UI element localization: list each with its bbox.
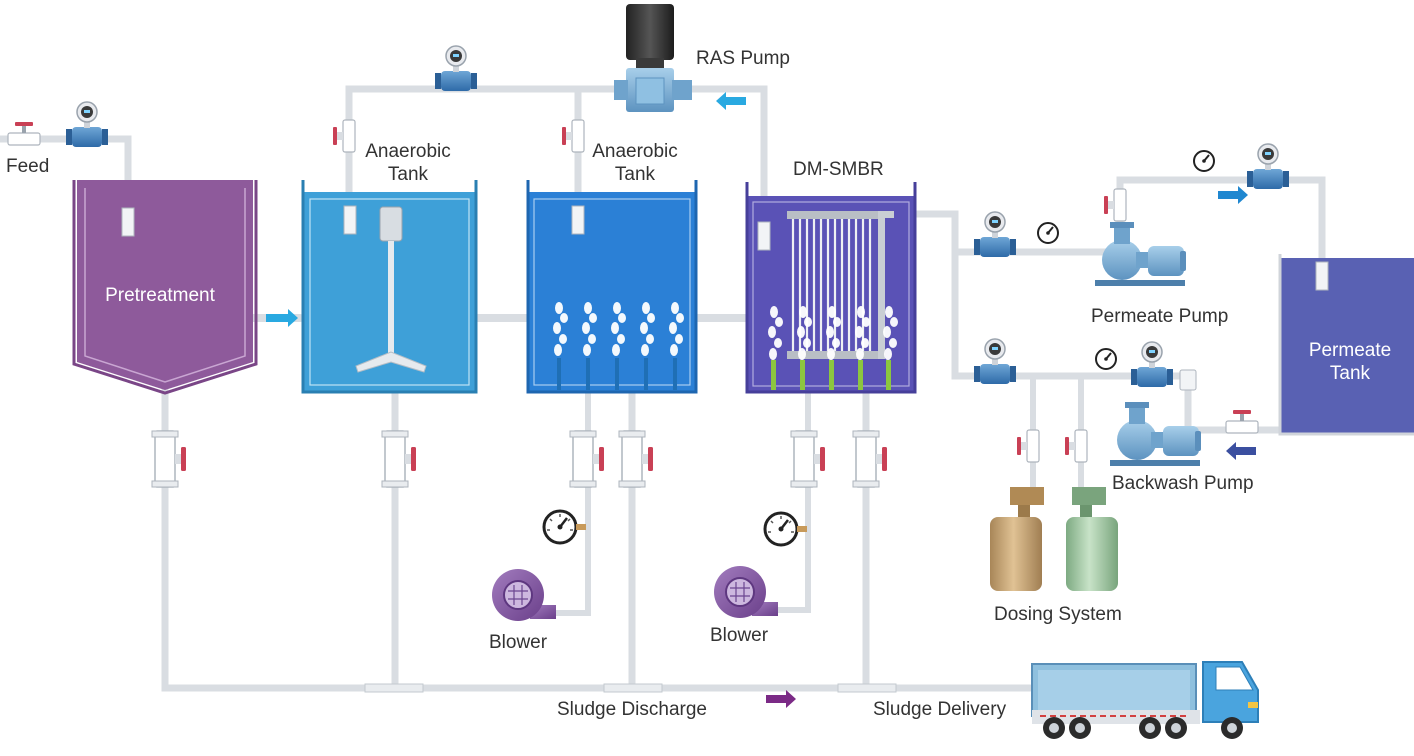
permeate-pump-icon[interactable] — [1095, 222, 1186, 286]
ras-pump-icon[interactable] — [614, 4, 692, 112]
ras-intake-nozzle — [757, 221, 771, 251]
ras-flow-meter-icon — [434, 45, 478, 92]
air-valve-2-icon[interactable] — [790, 430, 826, 488]
blower-1-label: Blower — [489, 632, 548, 653]
permeate-tank-label: Permeate Tank — [1308, 340, 1392, 384]
feed-label: Feed — [6, 156, 50, 177]
permeate-inlet-nozzle — [1315, 261, 1329, 291]
permeate-pump-label: Permeate Pump — [1091, 306, 1229, 327]
air-gauge-1-icon — [542, 509, 578, 545]
permeate-gauge-icon — [1037, 222, 1059, 244]
permeate-flow-meter-icon — [973, 211, 1017, 258]
permeate-valve-icon[interactable] — [1103, 188, 1127, 222]
smbr-diffuser-icon — [768, 306, 898, 390]
backwash-gauge-icon — [1095, 348, 1117, 370]
backwash-fitting — [1179, 369, 1197, 391]
diffuser-icon — [553, 302, 684, 390]
dm-smbr-label: DM-SMBR — [793, 159, 884, 180]
mixer-icon — [355, 206, 427, 373]
flow-arrow-icon — [1218, 186, 1248, 204]
pretreatment-tank — [72, 180, 258, 395]
smbr-drain-valve-icon[interactable] — [852, 430, 888, 488]
ras-outlet-nozzle-2 — [571, 205, 585, 235]
backwash-pump-label: Backwash Pump — [1112, 473, 1254, 494]
dosing-system-label: Dosing System — [994, 604, 1122, 625]
feed-inlet-nozzle — [121, 207, 135, 237]
feed-flow-meter-icon — [65, 101, 109, 148]
flow-arrow-icon — [716, 92, 746, 110]
anaerobic-tank-2 — [526, 180, 698, 394]
anaerobic-2-drain-valve-icon[interactable] — [618, 430, 654, 488]
flow-arrow-icon — [1226, 442, 1256, 460]
permeate-flow-meter-2-icon — [1246, 143, 1290, 190]
blower-1-icon[interactable] — [491, 568, 557, 622]
ras-pump-label: RAS Pump — [696, 48, 790, 69]
membrane-module-icon — [787, 211, 894, 359]
pretreatment-label: Pretreatment — [105, 285, 215, 306]
piping — [0, 85, 1326, 692]
backwash-flow-meter-icon — [973, 338, 1017, 385]
air-gauge-2-icon — [763, 511, 799, 547]
sludge-discharge-label: Sludge Discharge — [557, 699, 707, 720]
anaerobic-tank-1-label: Anaerobic Tank — [365, 141, 451, 185]
permeate-tank — [1278, 254, 1414, 436]
dosing-tank-1-icon — [990, 487, 1044, 591]
truck-icon — [1031, 661, 1259, 739]
dosing-valve-1-icon[interactable] — [1016, 429, 1040, 463]
ras-outlet-nozzle — [343, 205, 357, 235]
anaerobic-1-drain-valve-icon[interactable] — [381, 430, 417, 488]
pretreatment-drain-valve-icon[interactable] — [151, 430, 187, 488]
blower-2-icon[interactable] — [713, 565, 779, 619]
dosing-valve-2-icon[interactable] — [1064, 429, 1088, 463]
air-valve-1-icon[interactable] — [569, 430, 605, 488]
sludge-delivery-label: Sludge Delivery — [873, 699, 1007, 720]
backwash-flow-meter-2-icon — [1130, 341, 1174, 388]
backwash-valve-icon[interactable] — [1225, 409, 1259, 434]
dosing-tank-2-icon — [1066, 487, 1118, 591]
permeate-gauge-2-icon — [1193, 150, 1215, 172]
anaerobic-tank-2-label: Anaerobic Tank — [592, 141, 678, 185]
feed-valve-icon[interactable] — [7, 121, 41, 146]
blower-2-label: Blower — [710, 625, 769, 646]
flow-arrow-icon — [266, 309, 298, 327]
flow-arrow-icon — [766, 690, 796, 708]
